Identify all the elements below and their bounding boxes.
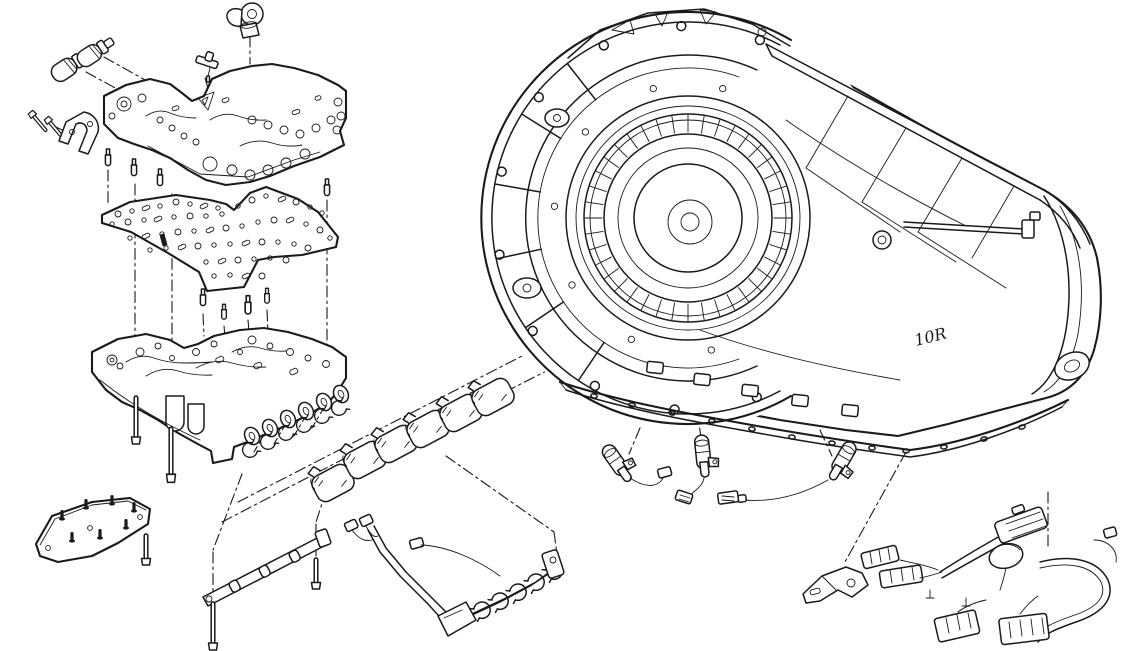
pan-rail-bosses bbox=[645, 360, 860, 418]
cover-plate bbox=[34, 494, 152, 564]
screw-in-sensor-2 bbox=[76, 37, 115, 68]
small-mounting-bolts bbox=[27, 109, 66, 141]
solenoid-bores bbox=[243, 384, 350, 446]
leadframe-wiring-harness bbox=[343, 513, 566, 637]
case-details: 10R bbox=[645, 43, 1091, 418]
upper-valve-body bbox=[102, 62, 348, 187]
bell-housing bbox=[478, 8, 898, 428]
pigtail-speed-sensor-1 bbox=[598, 436, 673, 486]
bell-ribs bbox=[494, 62, 605, 382]
upper-body-bores bbox=[108, 93, 346, 181]
harness-bracket bbox=[802, 566, 869, 604]
separator-plate-holes bbox=[109, 193, 333, 280]
check-valve-pins bbox=[199, 287, 271, 320]
harness-grommet-eyelet bbox=[226, 2, 264, 39]
separator-plate-clip bbox=[58, 111, 100, 155]
cover-plate-bolt bbox=[140, 533, 152, 566]
pan-flange-holes bbox=[590, 393, 1026, 454]
separator-plate bbox=[100, 185, 340, 293]
bell-top-facets bbox=[567, 8, 791, 59]
gear-teeth bbox=[584, 114, 792, 322]
lower-body-speckles bbox=[106, 335, 330, 370]
lower-valve-body bbox=[90, 326, 350, 465]
thermal-bypass-valve bbox=[195, 51, 219, 83]
pigtail-speed-sensor-3 bbox=[716, 438, 867, 505]
external-wiring-harness bbox=[860, 503, 1118, 646]
harness-guide-rail bbox=[202, 528, 332, 607]
pigtail-speed-sensor-2 bbox=[674, 432, 722, 505]
